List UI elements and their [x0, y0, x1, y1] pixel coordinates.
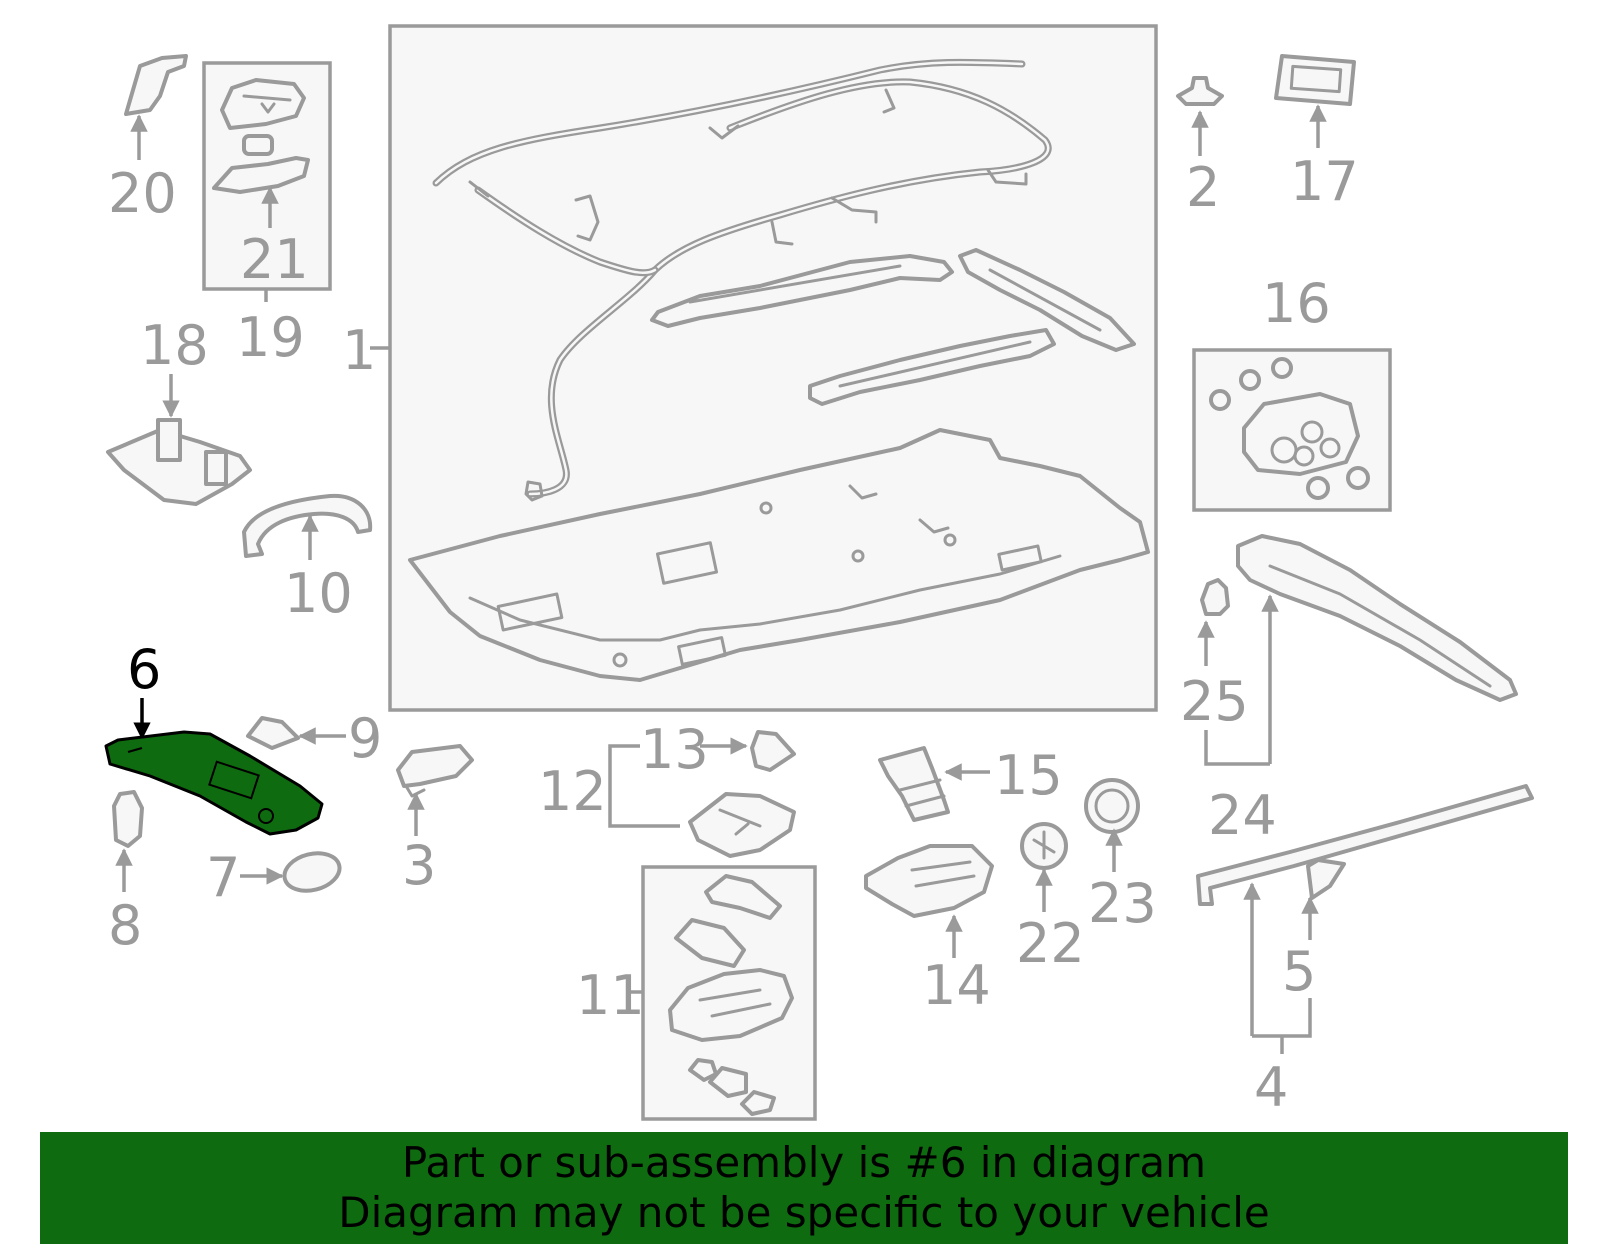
cover-part-7 — [282, 851, 342, 893]
callout-6: 6 — [127, 638, 161, 701]
cover-part-17 — [1274, 54, 1356, 106]
headliner-panel — [408, 428, 1150, 682]
bracket-part-20 — [124, 54, 188, 116]
clip-part-2 — [1176, 76, 1224, 106]
callout-12: 12 — [538, 760, 607, 823]
callout-15: 15 — [994, 744, 1063, 807]
cover-part-13 — [750, 730, 796, 772]
lamp-lens-part — [242, 134, 274, 156]
callout-21: 21 — [240, 228, 309, 291]
info-banner: Part or sub-assembly is #6 in diagram Di… — [40, 1132, 1568, 1244]
switch-part-11a — [688, 1058, 718, 1082]
callout-13: 13 — [640, 718, 709, 781]
ring-part-23 — [1084, 778, 1140, 834]
callout-7: 7 — [206, 846, 240, 909]
screw-part-16a — [1209, 389, 1231, 411]
visor-holder-part-9 — [246, 716, 300, 750]
bracket-part-11a — [704, 874, 782, 920]
screw-part-16b — [1239, 369, 1261, 391]
banner-line-1: Part or sub-assembly is #6 in diagram — [401, 1138, 1207, 1187]
wire-harness — [432, 58, 1052, 502]
callout-9: 9 — [348, 707, 382, 770]
callout-18: 18 — [140, 314, 209, 377]
callout-14: 14 — [922, 954, 991, 1017]
assist-grip-part-10 — [242, 493, 373, 558]
callout-19: 19 — [236, 306, 305, 369]
callout-10: 10 — [284, 562, 353, 625]
harness-part-15 — [878, 746, 950, 822]
roof-reinforcement-rails — [650, 248, 1136, 406]
clip-part-8 — [112, 790, 144, 848]
callout-8: 8 — [108, 894, 142, 957]
knob-part-16a — [1306, 476, 1330, 500]
callout-22: 22 — [1016, 912, 1085, 975]
trim-strip-part-4 — [1196, 784, 1534, 906]
switch-part-11c — [740, 1090, 776, 1116]
trim-part-5 — [1306, 858, 1346, 900]
callout-16: 16 — [1262, 272, 1331, 335]
clip-part-3 — [396, 744, 474, 788]
knob-part-16b — [1346, 466, 1370, 490]
bracket-part-11b — [674, 918, 746, 968]
bracket-part-21 — [212, 156, 310, 194]
switch-part-11b — [708, 1066, 748, 1098]
callout-25: 25 — [1180, 670, 1249, 733]
clip-part-25 — [1200, 578, 1230, 616]
callout-11: 11 — [576, 964, 645, 1027]
console-housing-part-11 — [668, 968, 794, 1042]
screw-part-16c — [1271, 357, 1293, 379]
callout-4: 4 — [1254, 1056, 1288, 1119]
callout-23: 23 — [1088, 872, 1157, 935]
callout-20: 20 — [108, 162, 177, 225]
banner-line-2: Diagram may not be specific to your vehi… — [338, 1188, 1270, 1237]
callout-17: 17 — [1290, 150, 1359, 213]
lamp-assembly-part-14 — [864, 844, 994, 918]
callout-1: 1 — [342, 319, 376, 382]
callout-24: 24 — [1208, 784, 1277, 847]
cover-part-12 — [688, 792, 796, 858]
callout-2: 2 — [1186, 156, 1220, 219]
callout-3: 3 — [402, 834, 436, 897]
callout-5: 5 — [1282, 940, 1316, 1003]
